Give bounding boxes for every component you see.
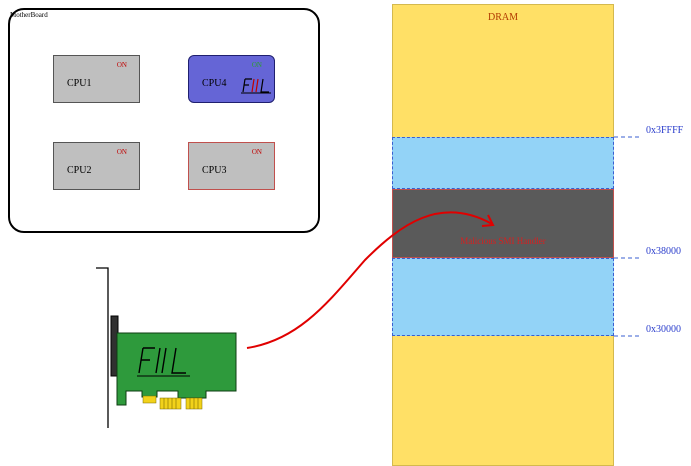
attack-arrow [247, 212, 493, 348]
address-dashes [614, 137, 640, 336]
pcie-card-icon [96, 268, 236, 428]
